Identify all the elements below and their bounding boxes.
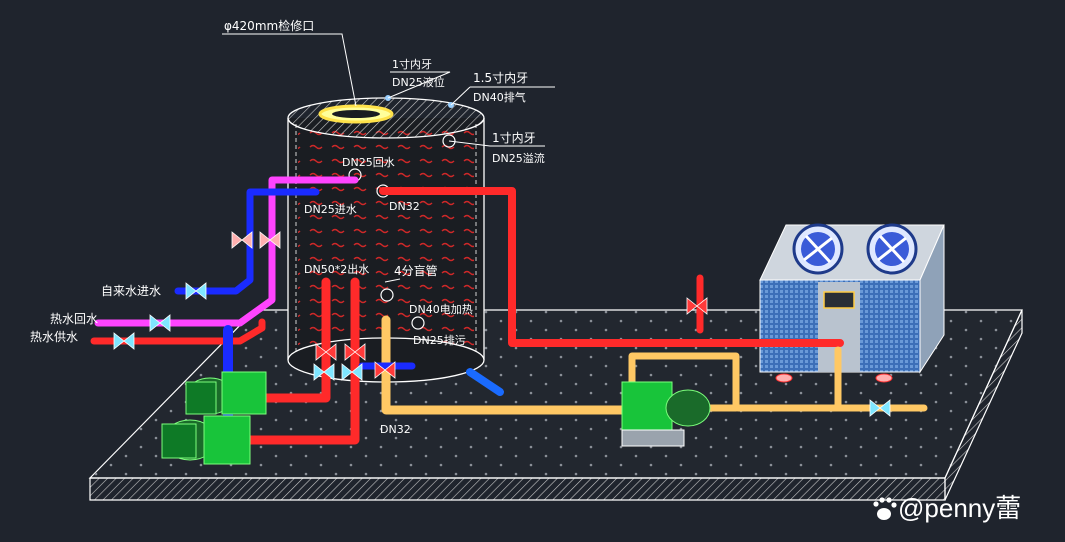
text-labels: φ420mm检修口 1寸内牙 DN25液位 1.5寸内牙 DN40排气 1寸内牙… xyxy=(30,18,545,436)
circulation-pipe-return xyxy=(628,352,740,412)
drain-label: DN25排污 xyxy=(413,333,466,347)
pump-icon xyxy=(621,381,711,447)
watermark-text: @penny蕾 xyxy=(898,493,1021,523)
fan-icon xyxy=(866,223,918,275)
hot-water-return-pipe xyxy=(94,176,359,327)
y-strainer-pipe xyxy=(466,368,504,396)
tap-water-in-label: 自来水进水 xyxy=(101,284,161,298)
valve-icon xyxy=(313,363,335,381)
circulation-pumps xyxy=(161,371,711,465)
dn32-bottom-label: DN32 xyxy=(380,423,411,436)
valve-icon xyxy=(113,332,135,350)
hot-water-supply-label: 热水供水 xyxy=(30,330,78,344)
hot-water-return-label: 热水回水 xyxy=(50,312,98,326)
valve-icon xyxy=(344,343,366,361)
outlet-pipe-1 xyxy=(253,277,331,403)
level-thread-label: 1寸内牙 xyxy=(392,57,432,71)
vent-label: DN40排气 xyxy=(473,90,526,104)
valve-icon xyxy=(686,297,708,315)
outlet-pipe-2 xyxy=(237,277,360,445)
valve-icon xyxy=(341,363,363,381)
tap-water-inlet-pipe xyxy=(174,188,320,295)
watermark: @penny蕾 xyxy=(873,493,1021,523)
paw-icon xyxy=(873,497,897,520)
valve-icon xyxy=(231,231,253,249)
inlet-port-label: DN25进水 xyxy=(304,203,357,216)
leader-lines xyxy=(222,33,555,283)
valve-icon xyxy=(374,361,396,379)
heat-pump-unit xyxy=(759,223,945,383)
return-port-label: DN25回水 xyxy=(342,156,395,169)
vent-thread-label: 1.5寸内牙 xyxy=(473,71,528,85)
valve-icon xyxy=(149,314,171,332)
outlet-ports-label: DN50*2出水 xyxy=(304,262,369,276)
valve-icon xyxy=(259,231,281,249)
pump-icon xyxy=(185,371,267,415)
hot-water-supply-pipe xyxy=(90,318,266,345)
pump-icon xyxy=(161,415,251,465)
overflow-thread-label: 1寸内牙 xyxy=(492,131,536,145)
blind-pipe-icon xyxy=(380,288,394,302)
valve-icon xyxy=(315,343,337,361)
fan-icon xyxy=(792,223,844,275)
heater-port-icon xyxy=(411,316,425,330)
blind-pipe-label: 4分盲管 xyxy=(394,263,438,278)
level-label: DN25液位 xyxy=(392,75,445,89)
valve-icon xyxy=(869,399,891,417)
overflow-port-icon xyxy=(442,134,456,148)
dn32-port-label: DN32 xyxy=(389,200,420,213)
overflow-label: DN25溢流 xyxy=(492,151,545,165)
heater-label: DN40电加热 xyxy=(409,303,473,316)
valves xyxy=(113,231,891,417)
inspection-port-label: φ420mm检修口 xyxy=(224,18,314,33)
valve-icon xyxy=(185,282,207,300)
circulation-pipe xyxy=(381,315,633,415)
heat-pump-supply-pipe xyxy=(379,187,844,347)
